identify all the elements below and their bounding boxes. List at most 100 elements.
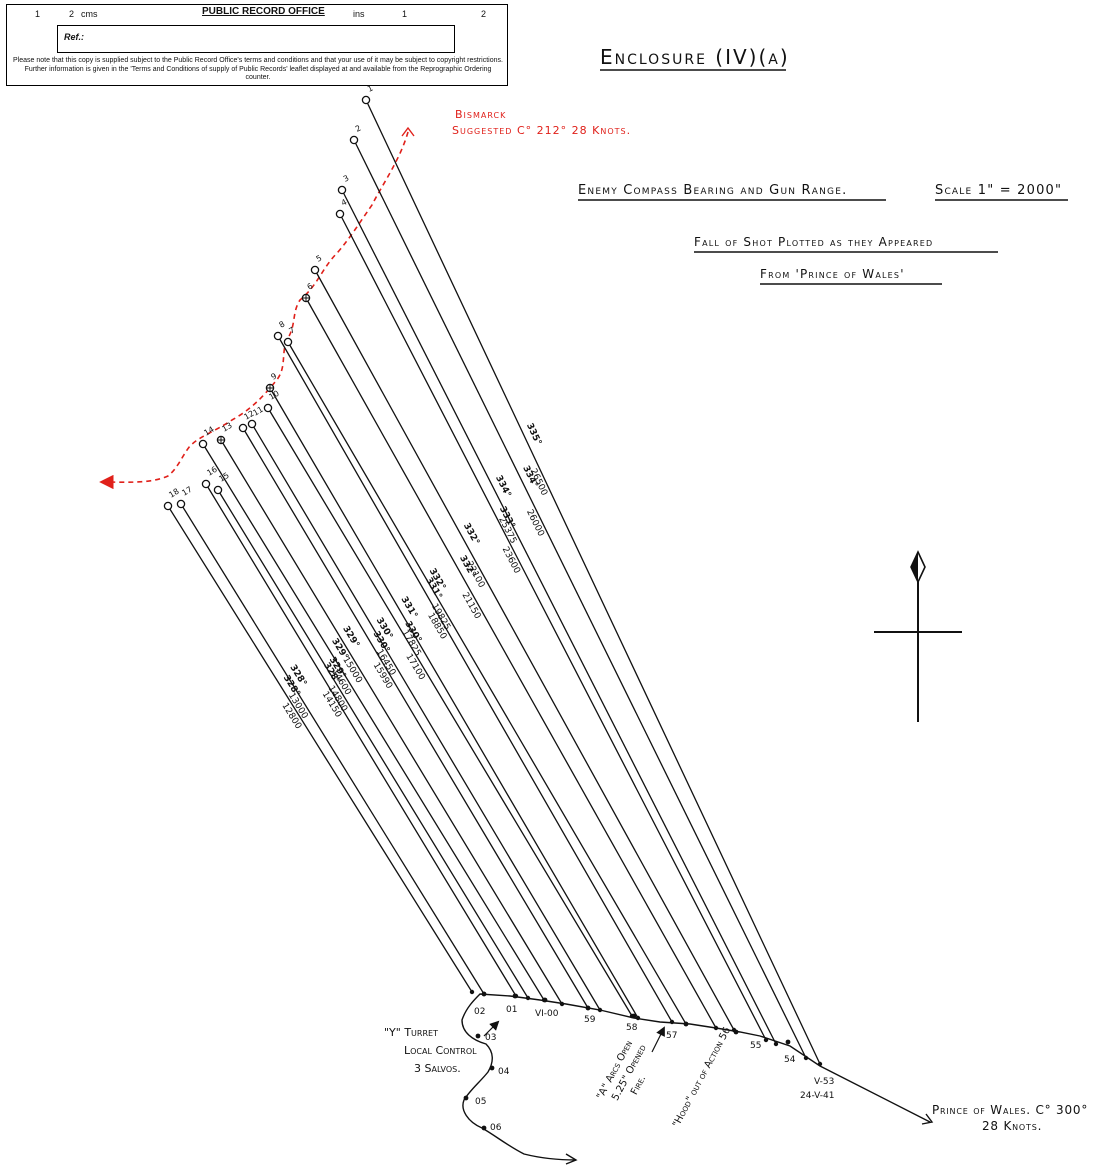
a-arcs-annotation: "A" Arcs Open 5.25" Opened Fire. <box>595 1039 649 1103</box>
salvo-marker-icon <box>163 501 173 511</box>
fall-of-shot-heading: Fall of Shot Plotted as they Appeared <box>694 235 933 249</box>
bismarck-track-start-tick <box>401 126 415 137</box>
salvo-bearing-line <box>365 99 821 1065</box>
salvo-bearing-label: 335° <box>524 422 543 447</box>
salvo-number-label: 4 <box>340 197 349 207</box>
scale-label: Scale 1" = 2000" <box>935 183 1062 198</box>
salvo-bearing-line <box>205 483 517 997</box>
a-arcs-pointer-arrow <box>651 1026 665 1053</box>
ruler-mark: 2 <box>69 9 75 19</box>
firing-point-dot <box>763 1037 769 1043</box>
track-time-label: 04 <box>498 1067 510 1077</box>
hood-annotation: "Hood" out of Action 56 <box>671 1026 733 1130</box>
salvo-marker-icon <box>349 135 359 145</box>
salvo-marker-icon <box>283 337 293 347</box>
salvo-bearing-line <box>167 505 473 993</box>
salvo-number-label: 7 <box>287 325 296 335</box>
salvo-bearing-line <box>251 423 601 1011</box>
salvo-bearing-line <box>305 297 717 1029</box>
reference-field: Ref.: <box>57 25 455 53</box>
salvo-number-label: 1 <box>366 83 374 93</box>
firing-point-dot <box>713 1025 719 1031</box>
salvo-bearing-line <box>339 213 767 1041</box>
track-date-label: 24-V-41 <box>800 1091 835 1101</box>
track-time-label: 59 <box>584 1015 596 1025</box>
track-time-label: 57 <box>666 1031 677 1041</box>
track-time-label: 02 <box>474 1007 485 1017</box>
track-start-time-label: V-53 <box>814 1077 834 1087</box>
track-time-label: 01 <box>506 1005 517 1015</box>
track-minute-dot <box>489 1065 495 1071</box>
bearing-range-heading: Enemy Compass Bearing and Gun Range. <box>578 183 847 198</box>
track-minute-dot <box>463 1095 469 1101</box>
salvo-number-label: 2 <box>354 123 363 133</box>
salvo-bearing-label: 331° <box>399 595 419 620</box>
salvo-bearing-line <box>277 335 673 1023</box>
salvo-bearing-label: 334° <box>493 474 512 499</box>
measurement-ruler: 1 2 cms ins 1 2 <box>7 7 507 23</box>
ruler-mark: 1 <box>35 9 41 19</box>
firing-point-dot <box>669 1019 675 1025</box>
ruler-mark: 2 <box>481 9 487 19</box>
track-time-label: VI-00 <box>535 1009 559 1019</box>
track-time-label: 03 <box>485 1033 496 1043</box>
prince-of-wales-speed-label: 28 Knots. <box>982 1119 1042 1133</box>
salvo-number-label: 13 <box>220 421 233 434</box>
firing-point-dot <box>585 1005 591 1011</box>
track-time-label: 58 <box>626 1023 638 1033</box>
salvo-bearing-line <box>220 439 563 1005</box>
salvo-number-label: 15 <box>217 471 230 484</box>
salvo-bearing-line <box>269 387 639 1019</box>
salvo-marker-icon <box>213 485 223 495</box>
salvo-marker-icon <box>198 439 208 449</box>
salvo-number-label: 6 <box>306 281 315 291</box>
hood-out-of-action-label: "Hood" out of Action 56 <box>671 1026 733 1130</box>
prince-of-wales-course-label: Prince of Wales. C° 300° <box>932 1103 1088 1117</box>
y-turret-pointer-arrow <box>483 1020 500 1037</box>
track-time-label: 55 <box>750 1041 761 1051</box>
track-arrow-icon <box>565 1153 578 1165</box>
salvo-marker-icon <box>176 499 186 509</box>
salvo-bearing-line <box>314 269 735 1031</box>
track-arrow-icon <box>921 1113 934 1125</box>
salvo-marker-icon <box>263 403 273 413</box>
prince-of-wales-track <box>461 993 931 1161</box>
salvo-marker-icon <box>361 95 371 105</box>
firing-point-dot <box>513 993 519 999</box>
salvo-marker-icon <box>238 423 248 433</box>
enclosure-title: Enclosure (IV)(a) <box>600 45 790 69</box>
salvo-marker-icon <box>247 419 257 429</box>
track-minute-dot <box>481 1125 487 1131</box>
record-office-title: PUBLIC RECORD OFFICE <box>202 6 325 17</box>
bismarck-course-label: Suggested C° 212° 28 Knots. <box>452 124 631 137</box>
track-time-label: 54 <box>784 1055 796 1065</box>
firing-point-dot <box>597 1007 603 1013</box>
salvo-marker-icon <box>310 265 320 275</box>
track-minute-dot <box>475 1033 481 1039</box>
salvo-bearing-line <box>287 341 687 1025</box>
track-minute-dot <box>785 1039 791 1045</box>
salvo-number-label: 14 <box>202 425 215 438</box>
firing-point-dot <box>469 989 475 995</box>
salvo-bearing-line <box>180 503 485 995</box>
salvo-bearing-line <box>267 407 633 1017</box>
record-office-header: 1 2 cms ins 1 2 PUBLIC RECORD OFFICE Ref… <box>6 4 508 86</box>
y-turret-salvos-label: 3 Salvos. <box>414 1062 461 1075</box>
salvo-marker-icon <box>335 209 345 219</box>
track-time-label: 05 <box>475 1097 486 1107</box>
salvo-number-label: 12 <box>242 409 255 422</box>
salvo-number-label: 10 <box>267 389 280 402</box>
y-turret-label: "Y" Turret <box>384 1026 438 1039</box>
north-arrow-fill <box>911 552 918 582</box>
firing-point-dot <box>481 991 487 997</box>
firing-point-dot <box>773 1041 779 1047</box>
salvo-number-label: 5 <box>315 253 324 263</box>
north-indicator <box>874 550 962 722</box>
